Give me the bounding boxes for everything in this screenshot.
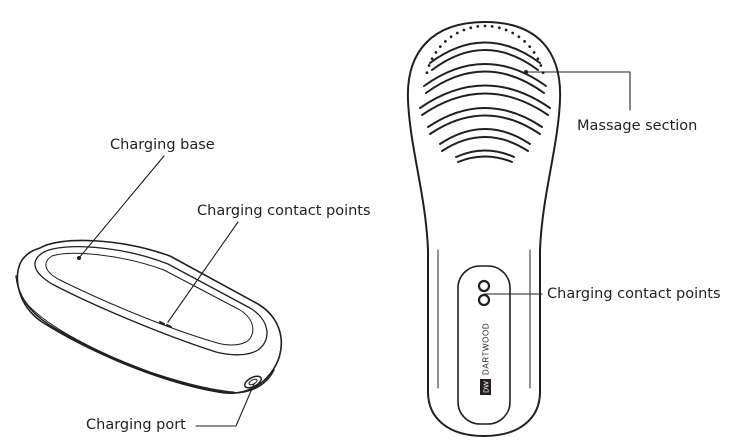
leader-charging-base <box>78 155 165 259</box>
label-massage-section: Massage section <box>577 118 698 134</box>
massage-dot <box>532 51 536 54</box>
brand-badge: DW <box>484 381 491 393</box>
leader-massage-section <box>525 71 631 111</box>
massage-dot <box>462 28 466 32</box>
massage-dot <box>425 71 429 74</box>
massage-dot <box>523 40 526 43</box>
massage-dot <box>449 35 453 39</box>
massage-dot <box>504 28 508 32</box>
massage-dot <box>427 64 431 67</box>
charging-base-illustration <box>15 239 283 394</box>
leader-dots <box>77 70 528 260</box>
massage-dot <box>455 31 459 35</box>
leader-lines <box>78 71 631 427</box>
massage-dot <box>539 64 543 67</box>
label-charging-port: Charging port <box>86 417 186 433</box>
leader-base-contact-points <box>167 221 239 323</box>
label-charging-base: Charging base <box>110 137 215 153</box>
massage-dot <box>469 26 473 30</box>
massage-dot <box>438 45 442 48</box>
massage-dot <box>490 25 494 28</box>
massage-dot <box>511 31 515 35</box>
massage-dot <box>444 40 447 43</box>
massage-dot <box>528 45 532 48</box>
massage-dot <box>541 71 545 74</box>
massage-dot <box>483 24 487 28</box>
massage-dot <box>430 57 434 61</box>
massage-dot <box>476 25 480 28</box>
massage-dot <box>497 26 501 30</box>
label-device-contact-points: Charging contact points <box>547 286 721 302</box>
brand-logo: DW DARTWOOD <box>480 323 491 395</box>
massage-dot <box>536 57 540 61</box>
leader-charging-port <box>195 383 255 427</box>
brand-name: DARTWOOD <box>482 323 491 375</box>
massage-dots <box>425 24 545 74</box>
massage-dot <box>434 51 438 54</box>
massager-device-illustration <box>406 21 562 437</box>
massage-dot <box>517 35 521 39</box>
label-base-contact-points: Charging contact points <box>197 203 371 219</box>
